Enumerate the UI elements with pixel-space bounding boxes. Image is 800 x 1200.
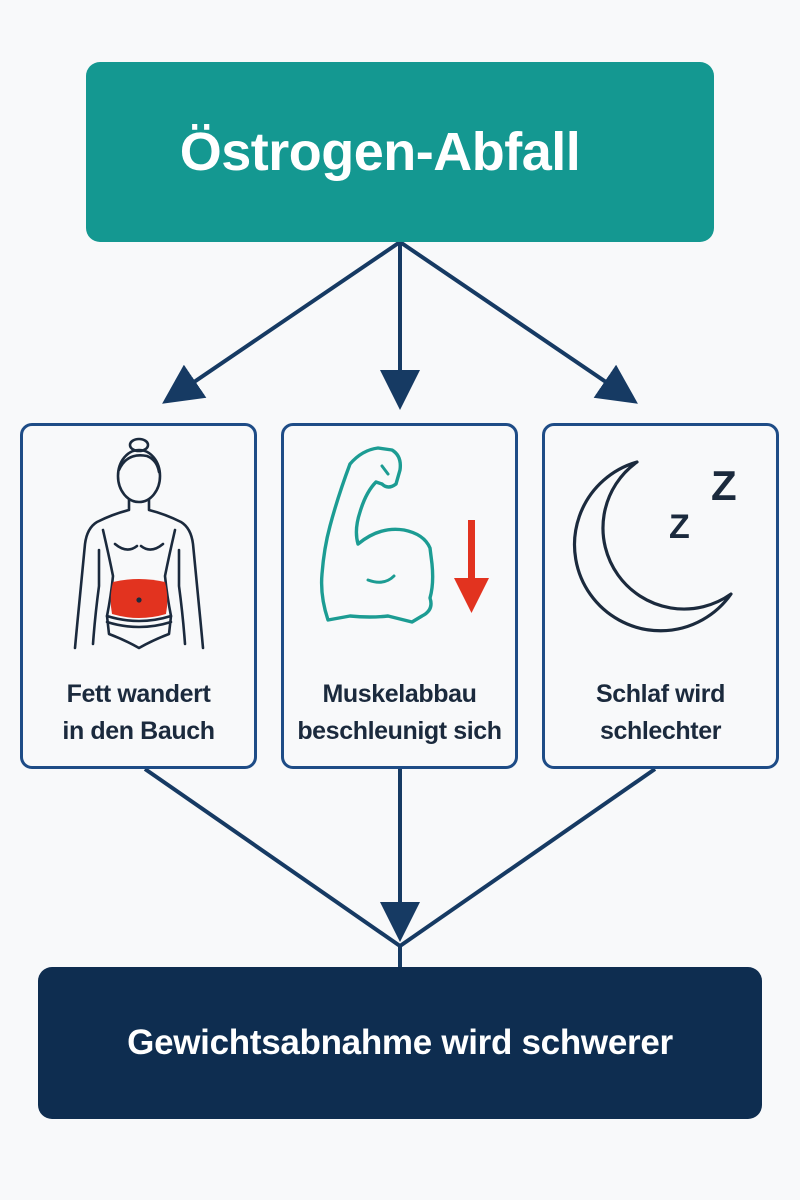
weight-loss-harder-title: Gewichtsabnahme wird schwerer [127,1023,673,1062]
sleep-z-large: Z [711,462,737,509]
card-muscle-loss: Muskelabbau beschleunigt sich [281,423,518,769]
moon-sleep-icon: Z Z [572,460,737,633]
flexed-arm-muscle-down-icon [319,446,489,624]
line-from-sleep-card [398,767,657,948]
card-muscle-label: Muskelabbau beschleunigt sich [297,680,502,745]
weight-loss-harder-box: Gewichtsabnahme wird schwerer [38,967,762,1119]
estrogen-drop-title: Östrogen-Abfall [179,122,581,182]
moon-icon [572,460,733,633]
sleep-z-small: Z [669,508,690,546]
arrow-to-sleep-card [398,240,638,404]
arrow-to-fat-card [162,240,402,404]
card-sleep-label: Schlaf wird schlechter [596,680,725,745]
card-fat-label: Fett wandert in den Bauch [62,680,215,745]
down-arrow-icon [454,520,489,613]
female-body-belly-fat-icon [73,437,205,650]
card-sleep: Z Z Schlaf wird schlechter [542,423,779,769]
card-fat-belly: Fett wandert in den Bauch [20,423,257,769]
flexed-arm-icon [319,446,435,624]
estrogen-drop-box: Östrogen-Abfall [86,62,714,242]
line-from-fat-card [143,767,402,948]
